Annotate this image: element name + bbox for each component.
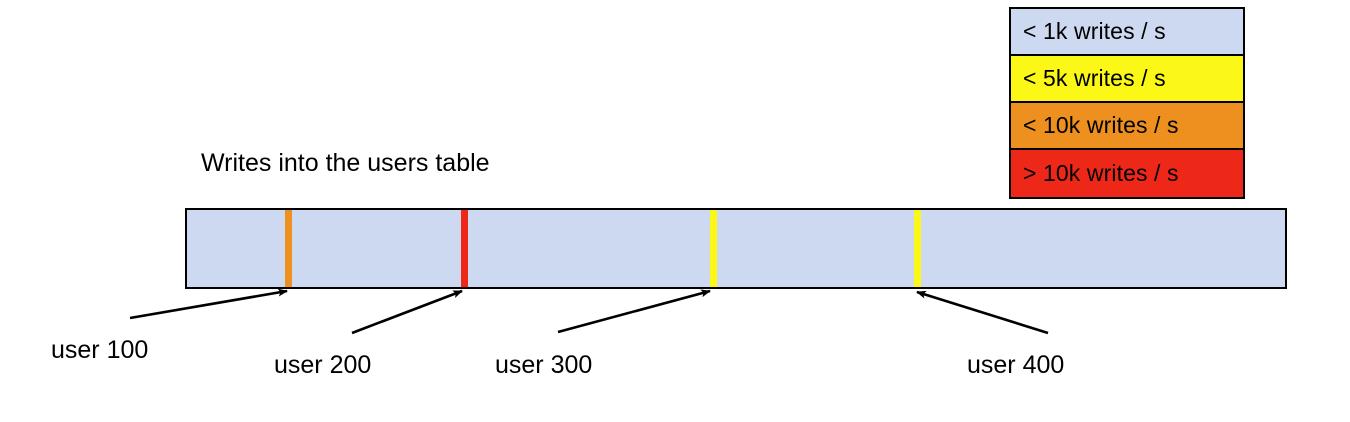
legend-row-under-10k: < 10k writes / s (1011, 103, 1243, 150)
label-user-200: user 200 (274, 351, 372, 379)
legend-label-over-10k: > 10k writes / s (1023, 160, 1179, 186)
arrow-user-400 (916, 290, 1049, 335)
legend-label-under-5k: < 5k writes / s (1023, 65, 1166, 91)
legend-row-over-10k: > 10k writes / s (1011, 150, 1243, 197)
marker-user-300 (710, 210, 717, 287)
legend-label-under-1k: < 1k writes / s (1023, 18, 1166, 44)
users-table-bar (185, 208, 1287, 289)
write-rate-legend: < 1k writes / s < 5k writes / s < 10k wr… (1009, 7, 1245, 199)
arrow-user-300 (557, 289, 711, 334)
label-user-300: user 300 (495, 351, 593, 379)
label-user-100: user 100 (51, 336, 149, 364)
marker-user-100 (285, 210, 292, 287)
chart-title: Writes into the users table (201, 149, 490, 177)
marker-user-200 (461, 210, 468, 287)
legend-row-under-5k: < 5k writes / s (1011, 56, 1243, 103)
arrow-user-200 (351, 289, 463, 335)
legend-label-under-10k: < 10k writes / s (1023, 112, 1179, 138)
label-user-400: user 400 (967, 351, 1065, 379)
legend-row-under-1k: < 1k writes / s (1011, 9, 1243, 56)
arrow-user-100 (129, 288, 288, 320)
marker-user-400 (914, 210, 921, 287)
